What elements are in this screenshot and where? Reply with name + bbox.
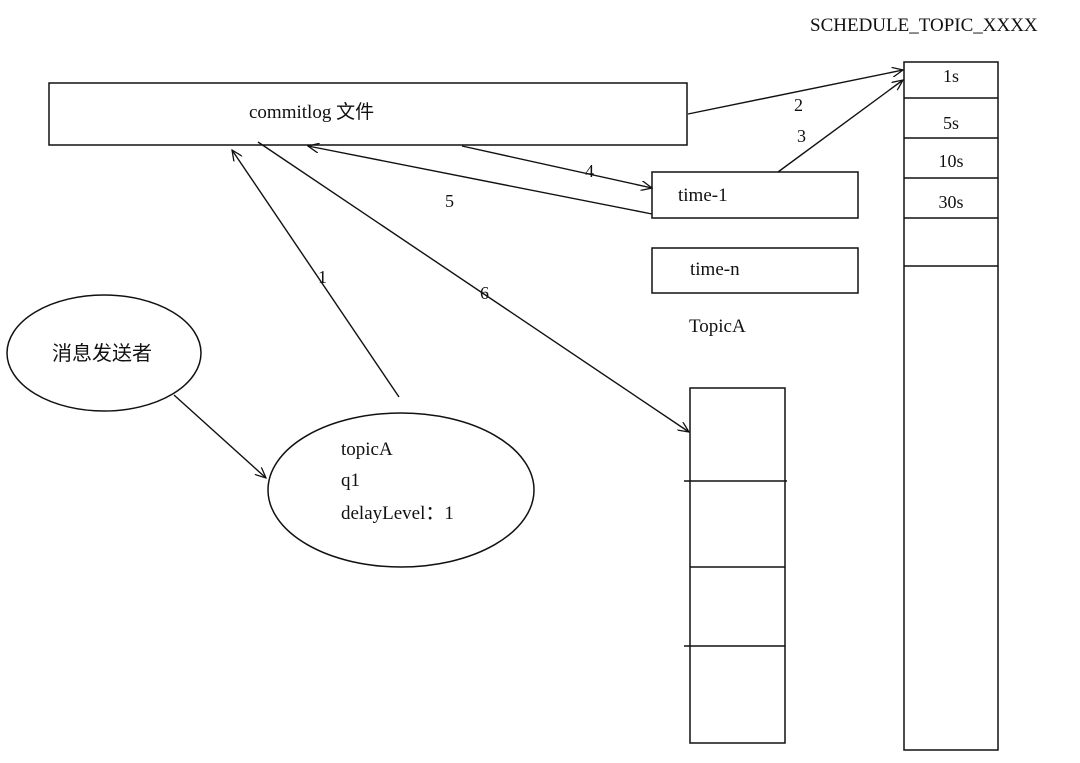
schedule-slot-30s: 30s (938, 192, 963, 212)
sender-label: 消息发送者 (52, 342, 152, 365)
time-1-box: time-1 (651, 171, 859, 219)
step-label-5: 5 (445, 191, 454, 211)
message-line-topic: topicA (341, 439, 393, 460)
commitlog-file: commitlog 文件 (48, 82, 688, 146)
step-label-2: 2 (794, 95, 803, 115)
arrow-step-4 (461, 145, 652, 188)
step-label-1: 1 (318, 267, 327, 287)
message-line-queue: q1 (341, 470, 360, 491)
arrow-step-6 (257, 141, 689, 432)
arrow-step-2 (687, 70, 903, 115)
time-1-label: time-1 (678, 185, 728, 206)
message-node: topicA q1 delayLevel：1 (267, 412, 535, 568)
step-label-3: 3 (797, 126, 806, 146)
step-label-4: 4 (585, 161, 594, 181)
time-n-label: time-n (690, 259, 740, 280)
message-sender: 消息发送者 (6, 294, 202, 412)
topic-a-label: TopicA (689, 316, 746, 337)
arrow-step-1 (232, 150, 400, 398)
arrow-sender-to-message (173, 394, 266, 478)
arrow-step-3 (777, 80, 903, 173)
arrow-step-5 (308, 146, 653, 215)
schedule-topic-queue: 1s 5s 10s 30s (903, 61, 999, 751)
commitlog-label: commitlog 文件 (249, 101, 374, 123)
schedule-slot-1s: 1s (943, 66, 959, 86)
schedule-slot-10s: 10s (938, 151, 963, 171)
step-label-6: 6 (480, 283, 489, 303)
schedule-topic-title: SCHEDULE_TOPIC_XXXX (810, 15, 1038, 36)
topic-a-queue (684, 387, 787, 744)
message-line-delay-level: delayLevel：1 (341, 503, 454, 524)
schedule-slot-5s: 5s (943, 113, 959, 133)
time-n-box: time-n (651, 247, 859, 294)
